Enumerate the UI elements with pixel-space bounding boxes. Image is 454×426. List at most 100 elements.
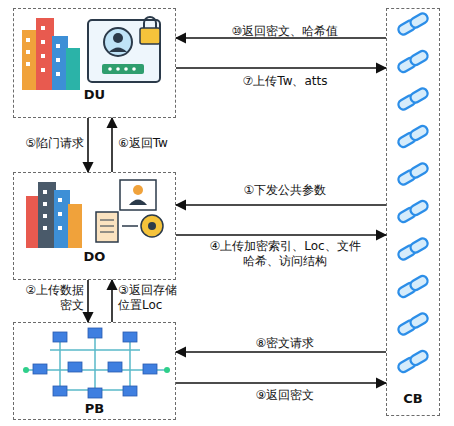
flow-arrow [176,234,386,236]
du-user-icon-shape [104,28,132,56]
pb-network-shape [94,335,96,395]
flow-arrow [176,351,386,353]
du-user-icon-shape [144,17,156,28]
node-label: PB [14,401,175,417]
cb-chain-icons-shape-shape [409,162,430,180]
du-buildings-shape [56,44,60,48]
cb-chain-icons-shape [397,124,430,149]
pb-network [28,335,165,395]
pb-cubes-shape [123,332,137,342]
flow-arrow [87,118,89,172]
do-owner-icon-shape [122,225,138,227]
du-user-icon-shape [102,64,144,74]
du-buildings-shape [41,68,45,72]
du-box: DU [13,8,176,118]
do-owner-icon [96,180,163,242]
du-buildings [22,18,80,90]
du-buildings-shape [52,36,68,90]
du-buildings-shape [41,26,45,30]
step-label: ⑥返回Tw [118,136,178,151]
du-user-icon-shape [88,20,160,82]
node-label: DU [14,87,175,103]
do-buildings-shape [43,202,47,206]
pb-cubes-shape [88,328,102,338]
step-label: ⑦上传Tw、atts [200,74,370,89]
du-buildings-shape [22,30,38,90]
du-user-icon-shape [140,28,160,44]
du-buildings-shape [26,38,30,42]
do-buildings-shape [26,196,40,248]
cb-chain-icons-shape-shape [409,12,430,30]
du-user-icon-shape [109,48,127,53]
cb-chain-icons-shape-shape [409,274,430,292]
do-box: DO [13,172,176,280]
step-label: ⑧密文请求 [200,336,370,351]
flow-arrow [111,280,113,322]
du-buildings-shape [41,54,45,58]
do-owner-icon-shape [141,215,163,237]
do-owner-icon-shape [120,180,156,210]
flow-arrow [87,280,89,322]
du-user-icon-shape [113,33,123,43]
node-label: DO [14,249,175,265]
du-user-icon-shape [116,67,120,71]
du-user-icon-shape [132,67,136,71]
pb-cubes-shape [143,364,157,374]
cb-chain-icons-shape-shape [409,49,430,67]
cb-chain-icons-shape-shape [409,312,430,330]
node-label: CB [387,391,439,407]
pb-cubes-shape [53,386,67,396]
do-buildings-shape [43,190,47,194]
pb-box: PB [13,322,176,420]
do-owner-icon-shape [148,222,156,230]
du-user-icon-shape [124,67,128,71]
du-buildings-shape [66,48,80,90]
du-buildings-shape [26,50,30,54]
do-buildings-shape [58,212,62,216]
step-label: ④上传加密索引、Loc、文件哈希、访问结构 [205,239,365,269]
step-label: ③返回存储位置Loc [118,283,184,313]
cb-chain-icons-shape-shape [409,87,430,105]
do-buildings-shape [54,190,70,248]
pb-cubes-shape [68,362,82,372]
pb-cubes [23,328,170,398]
pb-cubes-shape [164,367,170,373]
du-buildings-shape [36,18,54,90]
cb-chain-icons-shape [397,237,430,262]
do-buildings-shape [43,226,47,230]
do-owner-icon-shape [129,200,147,206]
flow-arrow [176,204,386,206]
do-buildings [26,182,82,248]
pb-cubes-shape [88,388,102,398]
do-buildings-shape [43,214,47,218]
cb-chain-icons-shape-shape [409,199,430,217]
cb-chain-icons-shape [397,12,430,37]
step-label: ⑤陷门请求 [16,136,84,151]
du-user-icon [88,17,160,82]
pb-cubes-shape [53,332,67,342]
du-buildings-shape [56,58,60,62]
step-label: ①下发公共参数 [200,183,370,198]
du-buildings-shape [56,72,60,76]
step-label: ⑨返回密文 [200,388,370,403]
step-label: ②上传数据密文 [22,283,84,313]
pb-cubes-shape [33,364,47,374]
cb-chain-icons-shape [397,274,430,299]
cb-chain-icons-shape-shape [409,237,430,255]
cb-chain-icons-shape [397,199,430,224]
do-owner-icon-shape [96,212,118,242]
do-owner-icon-shape [100,232,114,233]
flow-arrow [176,382,386,384]
cb-chain-icons-shape [397,312,430,337]
cb-chain-icons-shape [397,87,430,112]
cb-chain-icons [397,12,430,374]
cb-chain-icons-shape [397,49,430,74]
cb-chain-icons-shape [397,349,430,374]
cb-chain-icons-shape-shape [409,124,430,142]
cb-chain-icons-shape-shape [409,349,430,367]
pb-cubes-shape [108,362,122,372]
do-buildings-shape [58,226,62,230]
flow-arrow [176,67,386,69]
cb-chain-icons-shape [397,162,430,187]
